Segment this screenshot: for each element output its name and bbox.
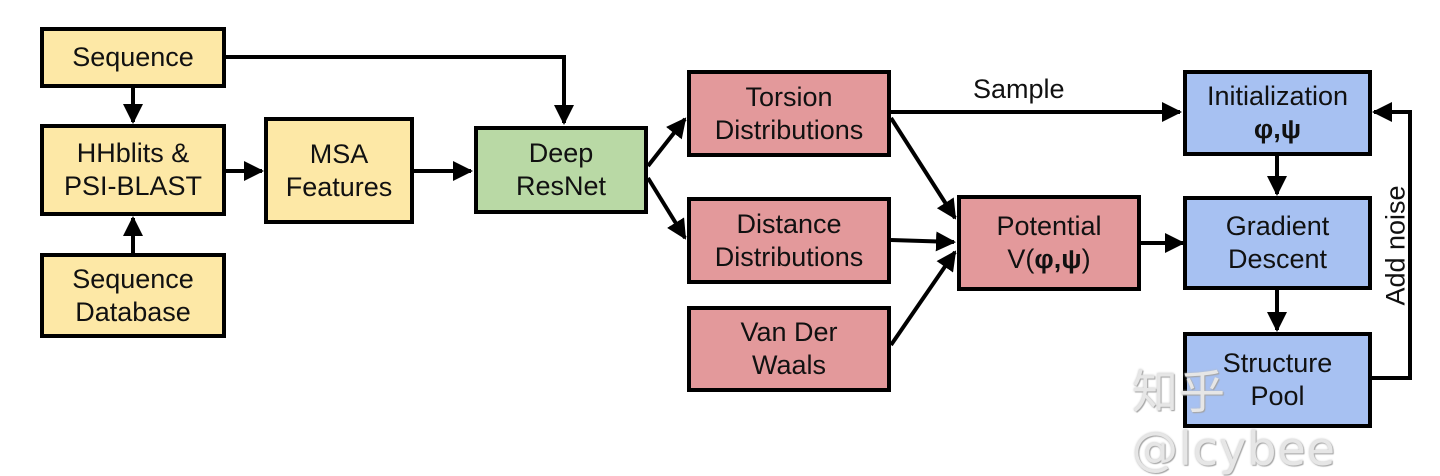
potential-label-1: Potential xyxy=(996,211,1102,241)
flow-arrows xyxy=(123,55,1412,380)
vdw-label-2: Waals xyxy=(751,350,826,380)
arrow-sequence-resnet xyxy=(226,55,574,125)
add-noise-label: Add noise xyxy=(1380,185,1411,306)
init-phi-psi: φ,ψ xyxy=(1253,114,1302,144)
potential-node: Potential V(φ,ψ) xyxy=(957,195,1141,291)
potential-phi-psi: φ,ψ xyxy=(1034,244,1082,274)
msa-label-1: MSA xyxy=(309,138,369,169)
arrow-vdw-potential xyxy=(889,250,957,347)
structure-pool-node: Structure Pool xyxy=(1183,332,1372,428)
potential-v-prefix: V( xyxy=(1007,244,1035,274)
arrow-resnet-torsion xyxy=(646,117,687,168)
vdw-label-1: Van Der xyxy=(740,317,838,347)
resnet-label-2: ResNet xyxy=(515,171,607,201)
msa-label-2: Features xyxy=(285,171,393,202)
sequence-label: Sequence xyxy=(72,42,194,72)
torsion-distributions-node: Torsion Distributions xyxy=(687,70,891,157)
hhblits-label-1: HHblits & xyxy=(76,138,190,168)
arrow-noise-loop xyxy=(1372,102,1412,380)
seqdb-label-2: Database xyxy=(75,296,191,327)
structure-label-2: Pool xyxy=(1250,381,1305,411)
distance-label-1: Distance xyxy=(736,208,842,239)
arrow-distance-potential xyxy=(890,231,956,252)
torsion-label-2: Distributions xyxy=(714,114,864,145)
watermark: 知乎 @lcybee xyxy=(1132,365,1337,476)
sample-label: Sample xyxy=(973,74,1065,104)
potential-v-suffix: ) xyxy=(1081,244,1091,274)
sequence-node: Sequence xyxy=(40,27,226,88)
arrow-resnet-distance xyxy=(646,176,687,240)
initialization-node: Initialization φ,ψ xyxy=(1183,70,1372,156)
deep-resnet-node: Deep ResNet xyxy=(474,126,648,214)
gradient-label-1: Gradient xyxy=(1225,211,1330,241)
gradient-label-2: Descent xyxy=(1227,244,1328,274)
resnet-label-1: Deep xyxy=(528,138,594,168)
msa-features-node: MSA Features xyxy=(264,117,414,224)
init-label-1: Initialization xyxy=(1206,81,1349,111)
distance-label-2: Distributions xyxy=(714,241,864,272)
arrow-torsion-potential xyxy=(889,116,957,220)
distance-distributions-node: Distance Distributions xyxy=(687,197,891,284)
torsion-label-1: Torsion xyxy=(745,81,833,112)
van-der-waals-node: Van Der Waals xyxy=(687,306,891,392)
sequence-database-node: Sequence Database xyxy=(40,253,226,338)
seqdb-label-1: Sequence xyxy=(72,263,194,294)
potential-label-2: V(φ,ψ) xyxy=(1007,243,1090,276)
hhblits-label-2: PSI-BLAST xyxy=(63,171,203,201)
structure-label-1: Structure xyxy=(1222,348,1333,378)
gradient-descent-node: Gradient Descent xyxy=(1183,196,1372,290)
hhblits-node: HHblits & PSI-BLAST xyxy=(40,124,226,216)
